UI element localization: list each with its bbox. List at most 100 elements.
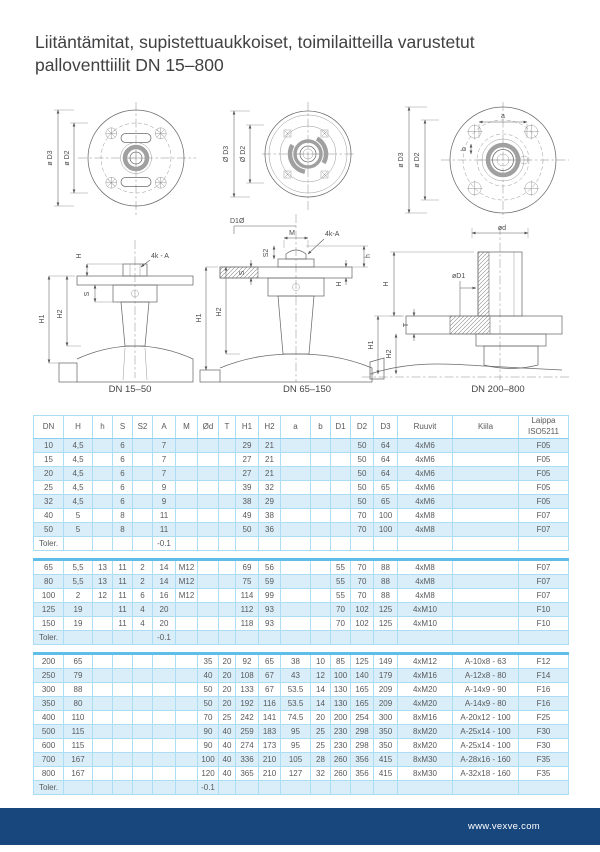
table-cell: 8xM30 [397,765,453,781]
column-header-15: D3 [373,415,398,439]
table-cell: F35 [518,751,569,767]
footer-bar: www.vexve.com [0,808,600,845]
table-cell: F07 [518,507,569,523]
table-cell [452,629,519,645]
table-cell [310,493,331,509]
table-cell [92,507,113,523]
table-cell: 21 [258,465,281,481]
column-header-7: Ød [197,415,219,439]
table-cell: 800 [33,765,64,781]
bolt-holes [283,129,329,179]
table-cell [175,437,198,453]
table-cell [280,521,311,537]
table-cell [218,465,236,481]
table-cell: 4xM10 [397,615,453,631]
table-cell: 38 [280,652,311,669]
table-cell: 65 [33,558,64,575]
table-cell: 115 [63,737,93,753]
column-header-4: S2 [132,415,153,439]
table-cell [132,521,153,537]
table-cell: 95 [280,723,311,739]
table-cell: 14 [152,558,176,575]
caption-dn65-150: DN 65–150 [282,384,332,395]
table-cell: F35 [518,765,569,781]
dim-label-d2: Ø D2 [240,146,247,162]
table-cell: 50 [197,681,219,697]
stem-section-hatch [477,251,490,317]
table-cell: 70 [350,587,374,603]
table-cell: A-12x8 - 80 [452,667,519,683]
dim-label-d2: ø D2 [64,150,71,165]
table-cell: 4xM8 [397,521,453,537]
table-cell [152,695,176,711]
table-cell [310,558,331,575]
table-cell [452,493,519,509]
table-cell: 8 [112,521,133,537]
dim-label-H2: H2 [57,309,64,318]
table-cell: 70 [330,601,351,617]
table-cell: 29 [235,437,259,453]
table-cell [330,521,351,537]
table-cell [175,709,198,725]
table-cell: 8xM20 [397,723,453,739]
table-cell: 6 [112,465,133,481]
table-cell: 20 [218,652,236,669]
table-cell [197,629,219,645]
table-cell [175,479,198,495]
table-cell: 415 [373,765,398,781]
table-cell [92,695,113,711]
table-cell: 4xM20 [397,681,453,697]
table-cell: 250 [33,667,64,683]
table-cell: 16 [152,587,176,603]
table-cell [397,629,453,645]
table-cell [92,437,113,453]
table-cell: 102 [350,615,374,631]
table-cell [112,751,133,767]
table-cell [92,667,113,683]
table-cell [330,451,351,467]
table-cell: 260 [330,765,351,781]
column-header-0: DN [33,415,64,439]
dim-label-4k-A: 4k - A [151,253,169,260]
table-cell: 79 [63,667,93,683]
table-cell: 88 [373,573,398,589]
table-cell [452,521,519,537]
column-header-6: M [175,415,198,439]
table-cell [280,479,311,495]
table-cell: 8xM20 [397,737,453,753]
stem-nut [285,249,307,260]
table-cell [280,629,311,645]
table-cell: 53.5 [280,695,311,711]
table-cell: 65 [373,493,398,509]
page-title-line1: Liitäntämitat, supistettuaukkoiset, toim… [35,32,475,52]
table-cell [92,629,113,645]
table-cell: 12 [310,667,331,683]
table-cell: 173 [258,737,281,753]
table-cell: 350 [373,737,398,753]
table-cell: 20 [310,709,331,725]
table-cell [310,465,331,481]
table-cell: 336 [235,751,259,767]
table-cell: F07 [518,573,569,589]
table-cell: 4xM8 [397,587,453,603]
table-cell: F25 [518,709,569,725]
table-cell [310,507,331,523]
table-cell: 90 [197,737,219,753]
table-cell [92,751,113,767]
table-cell: 32 [33,493,64,509]
table-cell: F30 [518,723,569,739]
table-cell [112,695,133,711]
table-cell: 11 [112,573,133,589]
slot-arc-right [315,136,329,165]
table-cell: F05 [518,451,569,467]
table-cell [92,465,113,481]
dim-label-4k-A: 4k-A [325,231,340,238]
table-cell [152,667,176,683]
table-cell [132,437,153,453]
